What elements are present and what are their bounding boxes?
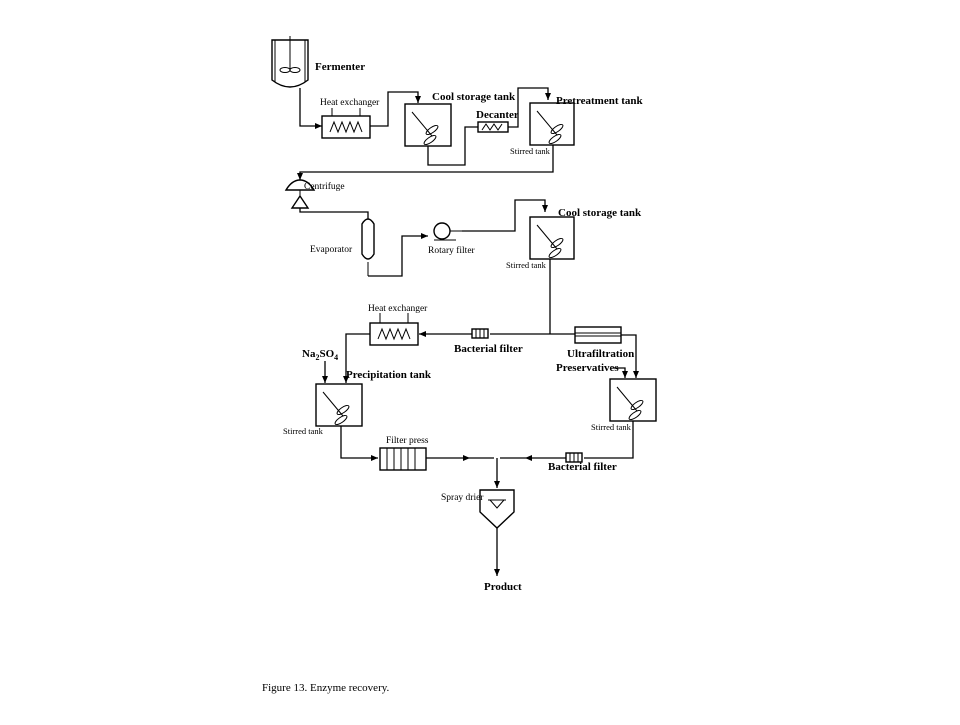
- bacterial-filter-2-label: Bacterial filter: [548, 461, 617, 473]
- filter-press-label: Filter press: [386, 436, 429, 446]
- stirred-tank-3-label: Stirred tank: [283, 426, 324, 436]
- fermenter-vessel: [271, 36, 309, 88]
- cool-storage-tank-1: [404, 103, 452, 147]
- pipe-centrifuge-to-evaporator: [299, 208, 369, 220]
- rotary-filter: [433, 222, 462, 241]
- pipe-rotary-to-storage2: [462, 199, 548, 232]
- stirred-tank-1-label: Stirred tank: [510, 146, 551, 156]
- spray-drier-label: Spray drier: [441, 493, 484, 503]
- decanter-label: Decanter: [476, 109, 519, 121]
- pipe-tank4-to-bf2: [584, 421, 634, 459]
- bacterial-filter-1: [471, 328, 489, 339]
- evaporator-label: Evaporator: [310, 245, 353, 255]
- figure-caption: Figure 13. Enzyme recovery.: [262, 682, 390, 694]
- evaporator: [361, 218, 375, 276]
- fermenter-label: Fermenter: [315, 61, 365, 73]
- pipe-evaporator-to-rotary: [368, 233, 428, 277]
- heat-exchanger-2: [369, 313, 419, 346]
- pipe-preservatives-feed: [614, 367, 628, 378]
- rotary-filter-label: Rotary filter: [428, 245, 476, 256]
- centrifuge: [284, 179, 316, 209]
- pretreatment-tank: [529, 102, 575, 146]
- cool-storage-tank-1-label: Cool storage tank: [432, 91, 516, 103]
- na2so4-label: Na2SO4: [302, 348, 338, 362]
- pretreatment-tank-label: Pretreatment tank: [556, 95, 644, 107]
- bacterial-filter-1-label: Bacterial filter: [454, 343, 523, 355]
- pipe-ultrafiltration-to-tank: [621, 334, 639, 378]
- pipe-fermenter-to-hx: [299, 88, 322, 129]
- decanter: [477, 121, 509, 133]
- product-label: Product: [484, 581, 522, 593]
- filter-press: [379, 447, 427, 471]
- pipe-decanter-to-pretreatment: [508, 87, 551, 128]
- pipe-pretreatment-to-centrifuge: [297, 145, 554, 180]
- pipe-storage1-to-decanter: [427, 126, 478, 166]
- pipe-precipitation-to-filterpress: [340, 426, 378, 461]
- stirred-tank-4-label: Stirred tank: [591, 422, 632, 432]
- pipe-hx-to-storage1: [370, 91, 421, 127]
- ultrafiltration-label: Ultrafiltration: [567, 348, 634, 360]
- heat-exchanger-1-label: Heat exchanger: [320, 98, 380, 108]
- cool-storage-tank-2: [529, 216, 575, 260]
- spray-drier: [479, 489, 515, 529]
- stirred-tank-2-label: Stirred tank: [506, 260, 547, 270]
- centrifuge-label: Centrifuge: [304, 181, 345, 192]
- preservatives-label: Preservatives: [556, 362, 619, 374]
- cool-storage-tank-2-label: Cool storage tank: [558, 207, 642, 219]
- pipe-hx2-to-precipitation: [343, 333, 370, 383]
- heat-exchanger-2-label: Heat exchanger: [368, 304, 428, 314]
- precipitation-tank: [315, 383, 363, 427]
- ultrafiltration-unit: [574, 326, 622, 344]
- stirred-tank-4: [609, 378, 657, 422]
- heat-exchanger-1: [321, 108, 371, 139]
- precipitation-tank-label: Precipitation tank: [346, 369, 432, 381]
